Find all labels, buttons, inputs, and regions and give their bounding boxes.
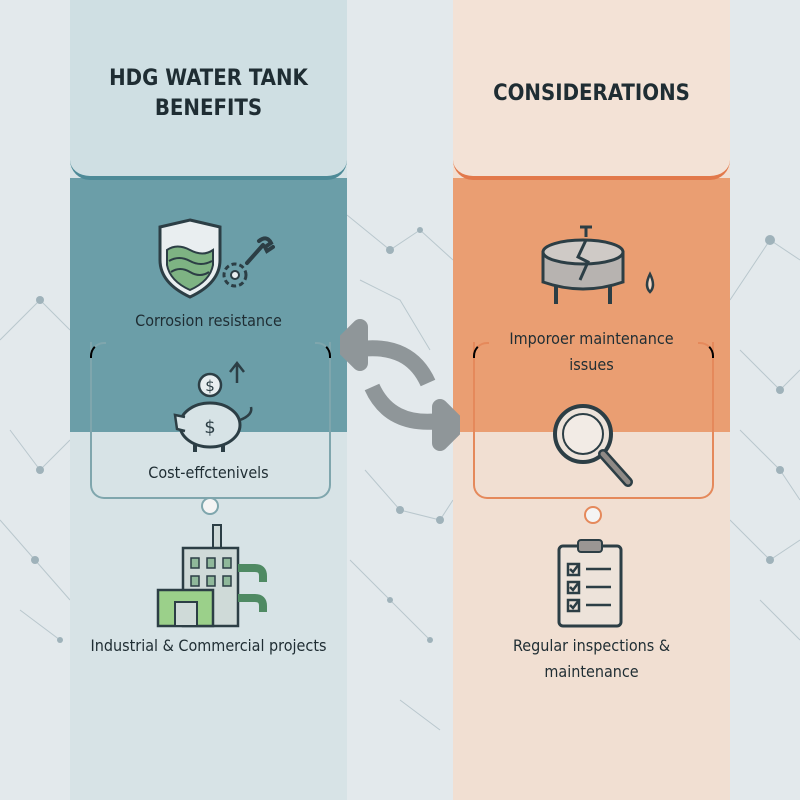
svg-text:$: $ xyxy=(204,417,215,438)
benefit-label-cost: Cost-effctenivels xyxy=(148,463,269,482)
considerations-column: CONSIDERATIONS Imporoer maintenance issu… xyxy=(453,0,730,800)
considerations-header: CONSIDERATIONS xyxy=(453,0,730,180)
considerations-band xyxy=(453,178,730,432)
piggy-bank-icon: $ $ xyxy=(173,360,253,452)
benefits-header: HDG WATER TANK BENEFITS xyxy=(70,0,347,180)
benefit-label-corrosion: Corrosion resistance xyxy=(135,311,282,330)
cycle-arrows-icon xyxy=(340,319,460,451)
benefit-label-industrial: Industrial & Commercial projects xyxy=(90,636,327,655)
considerations-title: CONSIDERATIONS xyxy=(493,81,690,106)
magnifier-icon xyxy=(553,404,633,487)
consideration-label-inspections: Regular inspections & maintenance xyxy=(512,636,671,681)
factory-icon xyxy=(156,524,267,628)
benefits-title: HDG WATER TANK BENEFITS xyxy=(109,66,308,121)
cracked-tank-icon xyxy=(541,225,655,304)
considerations-knob xyxy=(584,506,602,524)
consideration-label-maintenance: Imporoer maintenance issues xyxy=(509,329,674,374)
checklist-icon xyxy=(557,539,623,628)
benefits-knob xyxy=(201,497,219,515)
shield-gear-icon xyxy=(158,218,275,299)
benefits-column: HDG WATER TANK BENEFITS Corrosion resist… xyxy=(70,0,347,800)
svg-text:$: $ xyxy=(205,377,215,395)
considerations-bracket xyxy=(473,342,714,499)
